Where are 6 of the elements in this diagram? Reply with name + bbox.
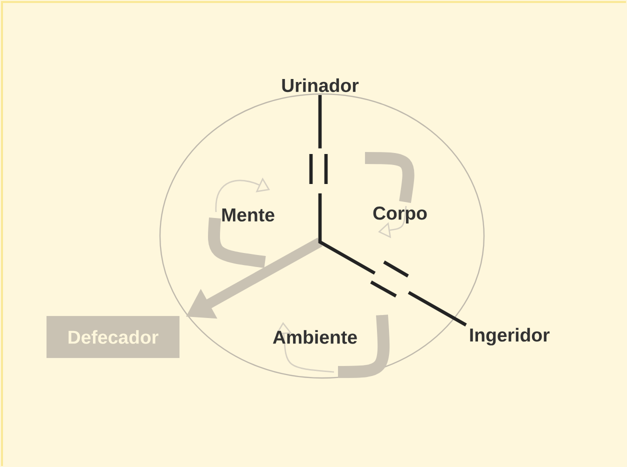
role-label: Urinador xyxy=(282,78,359,92)
region-label: Mente xyxy=(222,208,274,222)
region-label: Corpo xyxy=(373,206,427,224)
connector-line xyxy=(318,95,467,326)
region-label: Ambiente xyxy=(272,330,357,344)
role-label: Ingeridor xyxy=(470,328,550,346)
